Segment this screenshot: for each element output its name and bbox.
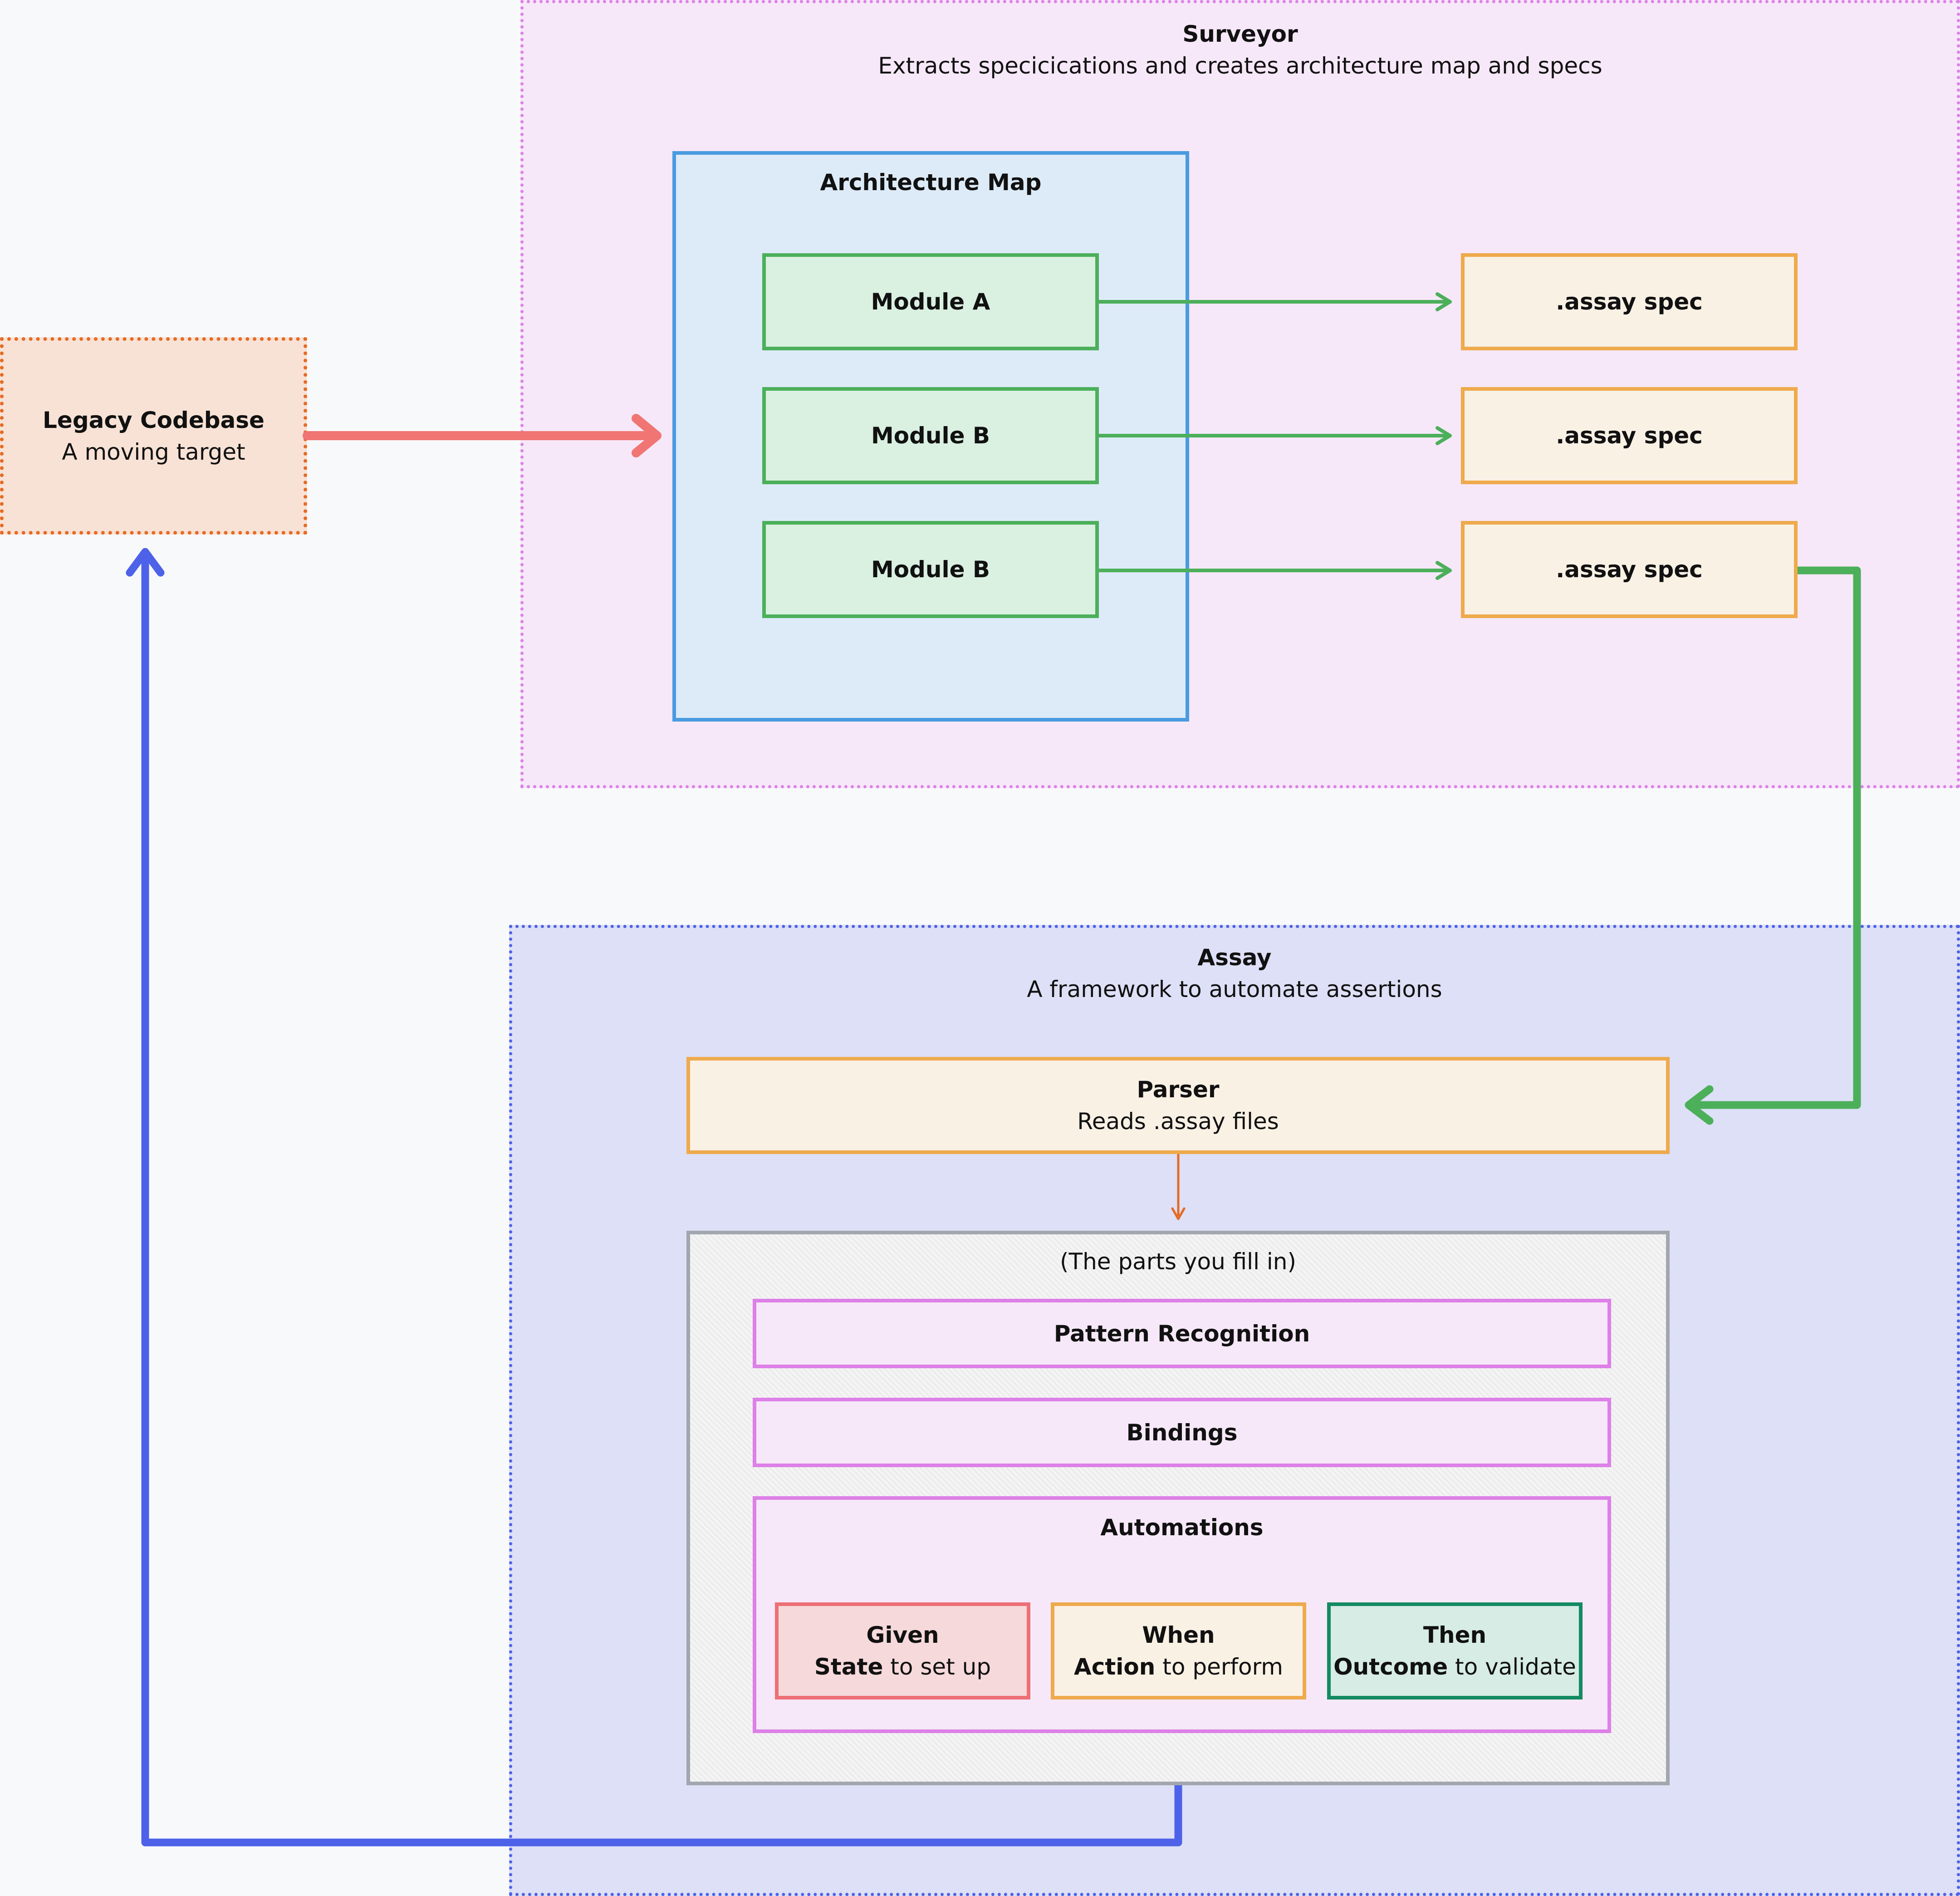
parts-caption: (The parts you fill in) (1060, 1248, 1296, 1275)
legacy-to-architecture-arrowhead (632, 414, 662, 457)
legacy-codebase-node[interactable]: Legacy Codebase A moving target (0, 337, 307, 535)
bindings-label: Bindings (1126, 1419, 1238, 1446)
then-description: Outcome to validate (1333, 1651, 1576, 1683)
when-rest: to perform (1155, 1654, 1283, 1680)
parser-title: Parser (1137, 1076, 1220, 1103)
module-node[interactable]: Module B (762, 521, 1099, 618)
given-title: Given (866, 1622, 939, 1648)
given-rest: to set up (883, 1654, 991, 1680)
pattern-recognition-label: Pattern Recognition (1054, 1320, 1310, 1347)
pattern-recognition-node[interactable]: Pattern Recognition (753, 1299, 1611, 1368)
module-label: Module B (871, 422, 990, 449)
when-node[interactable]: When Action to perform (1051, 1602, 1306, 1700)
module-to-spec-arrowhead (1436, 426, 1452, 445)
module-node[interactable]: Module B (762, 387, 1099, 484)
legacy-subtitle: A moving target (62, 438, 245, 465)
parser-node[interactable]: Parser Reads .assay files (686, 1057, 1670, 1154)
module-node[interactable]: Module A (762, 253, 1099, 350)
spec-label: .assay spec (1556, 422, 1703, 449)
surveyor-title: Surveyor (1182, 21, 1298, 47)
surveyor-header: Surveyor Extracts specicications and cre… (520, 16, 1960, 84)
module-label: Module B (871, 556, 990, 583)
legacy-title: Legacy Codebase (43, 407, 265, 433)
when-description: Action to perform (1074, 1651, 1283, 1683)
architecture-map-title: Architecture Map (820, 169, 1042, 196)
feedback-to-legacy-arrowhead (126, 548, 165, 577)
given-description: State to set up (814, 1651, 991, 1683)
module-to-spec-arrowhead (1436, 561, 1452, 580)
spec-label: .assay spec (1556, 289, 1703, 315)
then-node[interactable]: Then Outcome to validate (1327, 1602, 1583, 1700)
assay-spec-node[interactable]: .assay spec (1461, 387, 1798, 484)
module-label: Module A (871, 289, 990, 315)
assay-spec-node[interactable]: .assay spec (1461, 253, 1798, 350)
parser-to-parts-arrowhead (1171, 1207, 1186, 1220)
assay-title: Assay (1197, 944, 1272, 971)
when-bold: Action (1074, 1654, 1156, 1680)
assay-header: Assay A framework to automate assertions (509, 939, 1960, 1007)
assay-subtitle: A framework to automate assertions (1027, 976, 1442, 1002)
architecture-map-header: Architecture Map (672, 164, 1189, 201)
then-bold: Outcome (1333, 1654, 1448, 1680)
spec-to-parser-arrowhead (1685, 1085, 1714, 1125)
bindings-node[interactable]: Bindings (753, 1398, 1611, 1467)
assay-spec-node[interactable]: .assay spec (1461, 521, 1798, 618)
surveyor-subtitle: Extracts specicications and creates arch… (878, 53, 1602, 79)
then-rest: to validate (1448, 1654, 1576, 1680)
spec-to-parser-arrow (1692, 566, 1861, 1109)
automations-title: Automations (1100, 1514, 1264, 1541)
automations-header: Automations (753, 1509, 1611, 1546)
when-title: When (1142, 1622, 1215, 1648)
then-title: Then (1423, 1622, 1487, 1648)
parts-header: (The parts you fill in) (686, 1243, 1670, 1280)
module-to-spec-arrowhead (1436, 292, 1452, 311)
given-bold: State (814, 1654, 883, 1680)
spec-label: .assay spec (1556, 556, 1703, 583)
feedback-to-legacy-arrow (141, 556, 1182, 1847)
parser-subtitle: Reads .assay files (1077, 1108, 1279, 1135)
given-node[interactable]: Given State to set up (775, 1602, 1030, 1700)
